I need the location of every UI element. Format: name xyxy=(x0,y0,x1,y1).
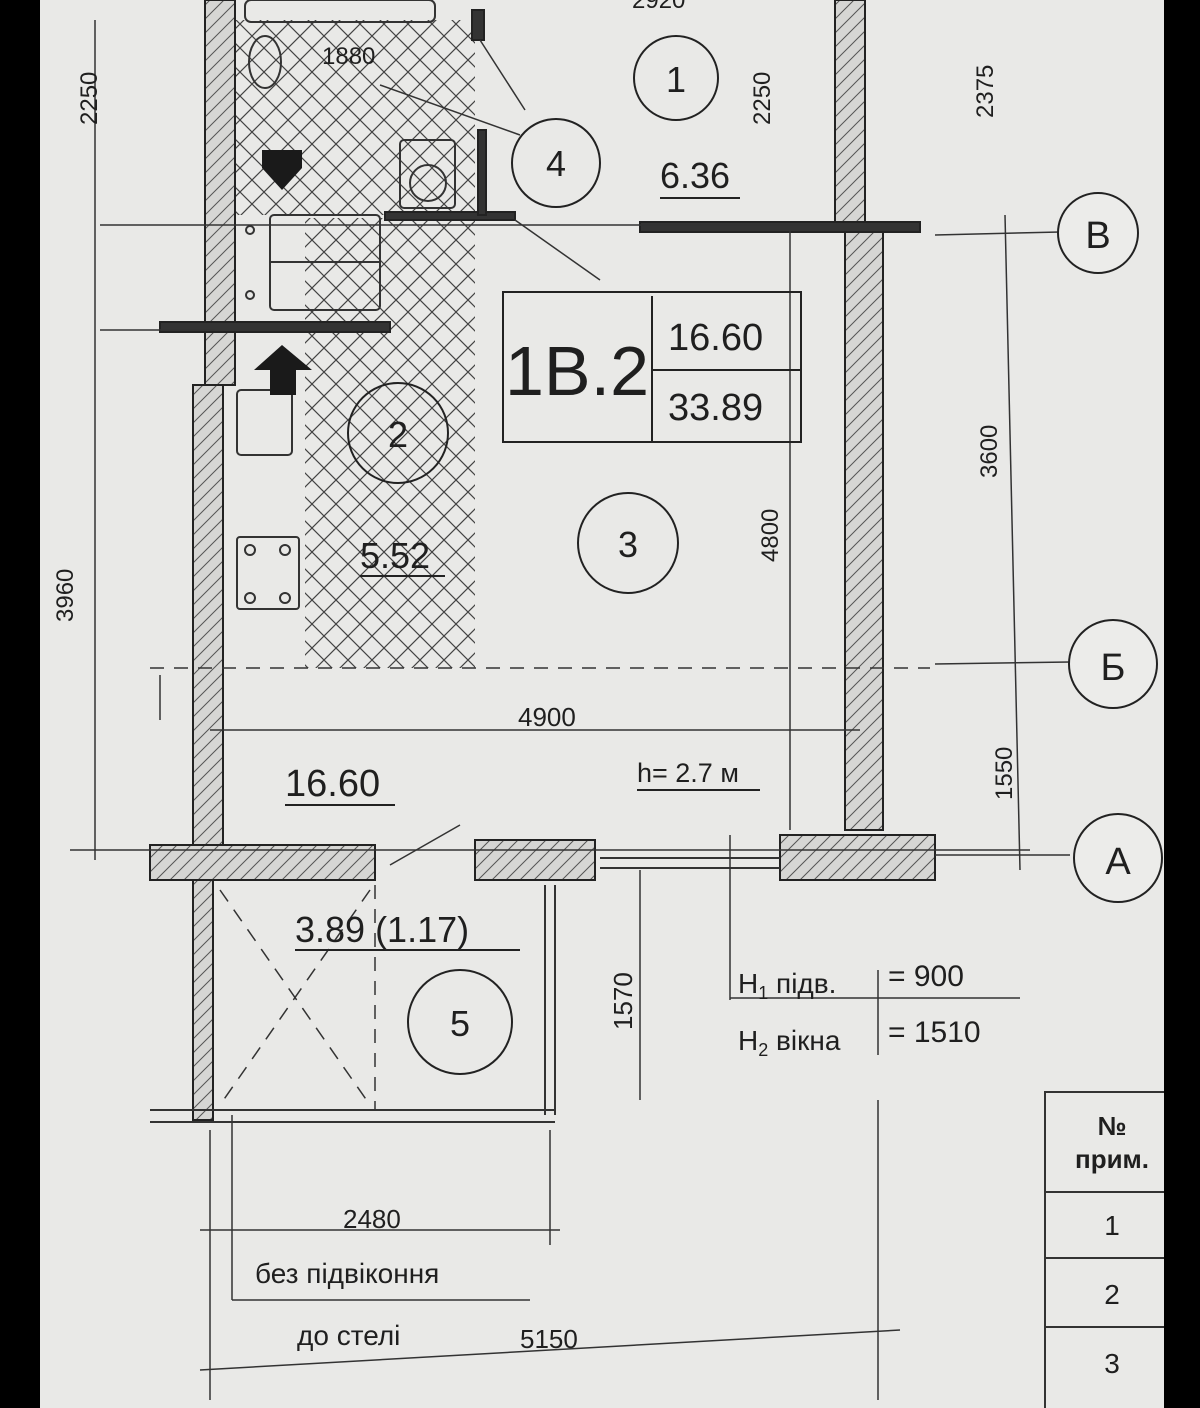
legend-table xyxy=(1044,1091,1164,1408)
axis-markers xyxy=(1057,192,1163,903)
note-no-sill: без підвіконня xyxy=(255,1258,439,1289)
balcony-dashed-cross xyxy=(150,667,930,1110)
walls xyxy=(149,0,936,1121)
bathroom-tile-zone xyxy=(235,20,475,215)
note-to-ceiling: до стелі xyxy=(297,1320,400,1351)
room-5-area: 3.89 (1.17) xyxy=(295,909,469,950)
note-h1-value: = 900 xyxy=(888,960,964,993)
axis-v-label: В xyxy=(1085,215,1110,257)
room-3-number: 3 xyxy=(618,524,638,565)
dim-4800: 4800 xyxy=(757,509,784,562)
legend-row-1: 1 xyxy=(1104,1210,1120,1241)
dim-2375: 2375 xyxy=(972,65,999,118)
living-area: 16.60 xyxy=(668,317,763,359)
legend-header-no: № xyxy=(1098,1111,1127,1141)
room-markers xyxy=(347,35,719,1075)
room-1-area: 6.36 xyxy=(660,155,730,196)
note-h2-value: = 1510 xyxy=(888,1016,981,1049)
floor-plan-drawing: 1B.2 16.60 33.89 1 4 2 3 5 6.36 5.52 16.… xyxy=(52,0,1164,1408)
dim-1550: 1550 xyxy=(991,747,1018,800)
riser-arrow-icon xyxy=(262,150,302,190)
legend-row-3: 3 xyxy=(1104,1348,1120,1379)
axis-b-label: Б xyxy=(1101,647,1126,689)
leader-lines xyxy=(70,20,1071,1400)
ceiling-height: h= 2.7 м xyxy=(637,758,739,788)
room-3-area: 16.60 xyxy=(285,763,380,805)
dim-3960: 3960 xyxy=(52,569,79,622)
dim-2250-right: 2250 xyxy=(749,72,776,125)
total-area: 33.89 xyxy=(668,387,763,429)
note-h1: H1 підв. xyxy=(738,968,836,1003)
legend-row-2: 2 xyxy=(1104,1279,1120,1310)
legend-header-prim: прим. xyxy=(1075,1144,1149,1174)
dim-2920: 2920 xyxy=(632,0,685,14)
room-2-area: 5.52 xyxy=(360,535,430,576)
dim-5150: 5150 xyxy=(520,1324,578,1354)
dim-1880: 1880 xyxy=(322,43,375,70)
floor-plan-sheet: 1B.2 16.60 33.89 1 4 2 3 5 6.36 5.52 16.… xyxy=(40,0,1164,1408)
fixtures xyxy=(150,0,780,1123)
dim-1570: 1570 xyxy=(608,972,638,1030)
axis-a-label: А xyxy=(1105,841,1131,883)
dim-4900: 4900 xyxy=(518,702,576,732)
dim-3600: 3600 xyxy=(976,425,1003,478)
room-4-number: 4 xyxy=(546,143,566,184)
note-h2: H2 вікна xyxy=(738,1025,841,1060)
dim-2480: 2480 xyxy=(343,1204,401,1234)
entry-arrow-icon xyxy=(254,345,312,395)
dim-2250-left: 2250 xyxy=(76,72,103,125)
room-1-number: 1 xyxy=(666,59,686,100)
apartment-tag xyxy=(502,291,802,443)
room-2-number: 2 xyxy=(388,414,408,455)
apartment-code: 1B.2 xyxy=(505,332,649,410)
room-5-number: 5 xyxy=(450,1003,470,1044)
